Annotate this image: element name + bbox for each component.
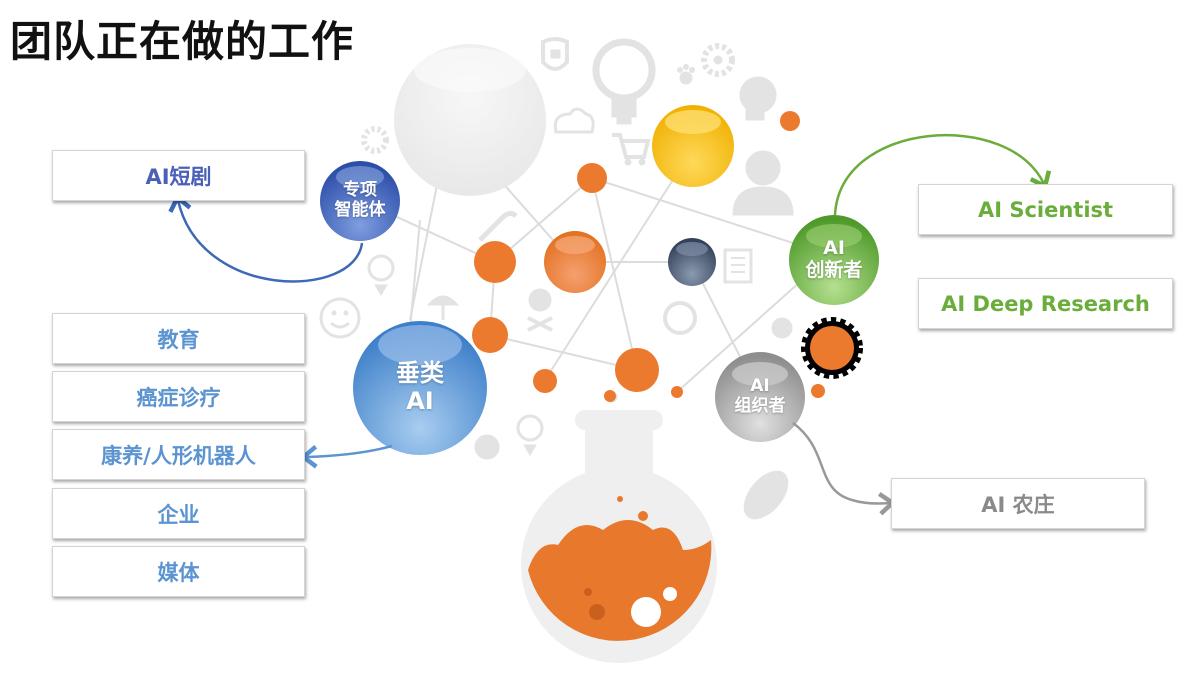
node-specialized-agent: 专项 智能体 xyxy=(320,161,400,241)
wrench-icon xyxy=(478,210,518,242)
gear-orange-icon xyxy=(801,317,863,379)
orange-dots xyxy=(472,111,825,402)
box-eldercare-humanoid-robot: 康养/人形机器人 xyxy=(52,429,305,480)
arrow-vertical-ai xyxy=(299,444,393,469)
lightbulb-small-icon xyxy=(367,254,395,296)
gear-small-icon xyxy=(361,126,389,154)
node-label-line2: 创新者 xyxy=(805,259,863,281)
lock-shield-icon xyxy=(541,37,569,71)
box-ai-scientist: AI Scientist xyxy=(918,184,1173,235)
node-ai-innovator: AI 创新者 xyxy=(789,215,879,305)
alarm-clock-icon xyxy=(663,301,697,335)
node-label-line1: AI xyxy=(823,237,845,260)
lightbulb-small-icon-2 xyxy=(516,414,544,456)
box-cancer-treatment: 癌症诊疗 xyxy=(52,371,305,422)
box-media: 媒体 xyxy=(52,546,305,597)
box-ai-farm: AI 农庄 xyxy=(891,478,1145,529)
flask-icon xyxy=(521,410,717,663)
node-ai-organizer: AI 组织者 xyxy=(715,352,805,442)
paw-icon xyxy=(677,64,695,85)
umbrella-icon xyxy=(426,295,460,320)
cloud-icon xyxy=(553,107,595,134)
arrow-ai-innovator xyxy=(833,134,1052,216)
arrow-specialized-agent xyxy=(168,194,364,283)
arrow-ai-organizer xyxy=(792,421,897,516)
decor-icons xyxy=(319,37,794,520)
football-icon xyxy=(743,470,789,520)
box-ai-short-drama: AI短剧 xyxy=(52,150,305,201)
node-label-line1: 专项 xyxy=(343,180,377,201)
box-education: 教育 xyxy=(52,313,305,364)
smiley-icon xyxy=(319,297,361,339)
node-label-line2: 组织者 xyxy=(734,396,786,416)
gear-icon xyxy=(701,43,735,77)
page-title: 团队正在做的工作 xyxy=(10,17,355,66)
box-enterprise: 企业 xyxy=(52,488,305,539)
brain-head-icon xyxy=(739,76,777,121)
document-wrench-icon xyxy=(723,248,753,284)
node-vertical-ai: 垂类 AI xyxy=(353,321,487,455)
node-label-line1: AI xyxy=(750,376,770,397)
cart-icon xyxy=(612,133,651,166)
node-label-line2: 智能体 xyxy=(334,200,386,220)
box-ai-deep-research: AI Deep Research xyxy=(918,278,1173,329)
skull-icon xyxy=(527,288,553,332)
node-label-line2: AI xyxy=(406,387,434,415)
person-icon xyxy=(732,150,794,216)
node-label-line1: 垂类 xyxy=(396,359,444,388)
lightbulb-icon xyxy=(592,38,656,125)
